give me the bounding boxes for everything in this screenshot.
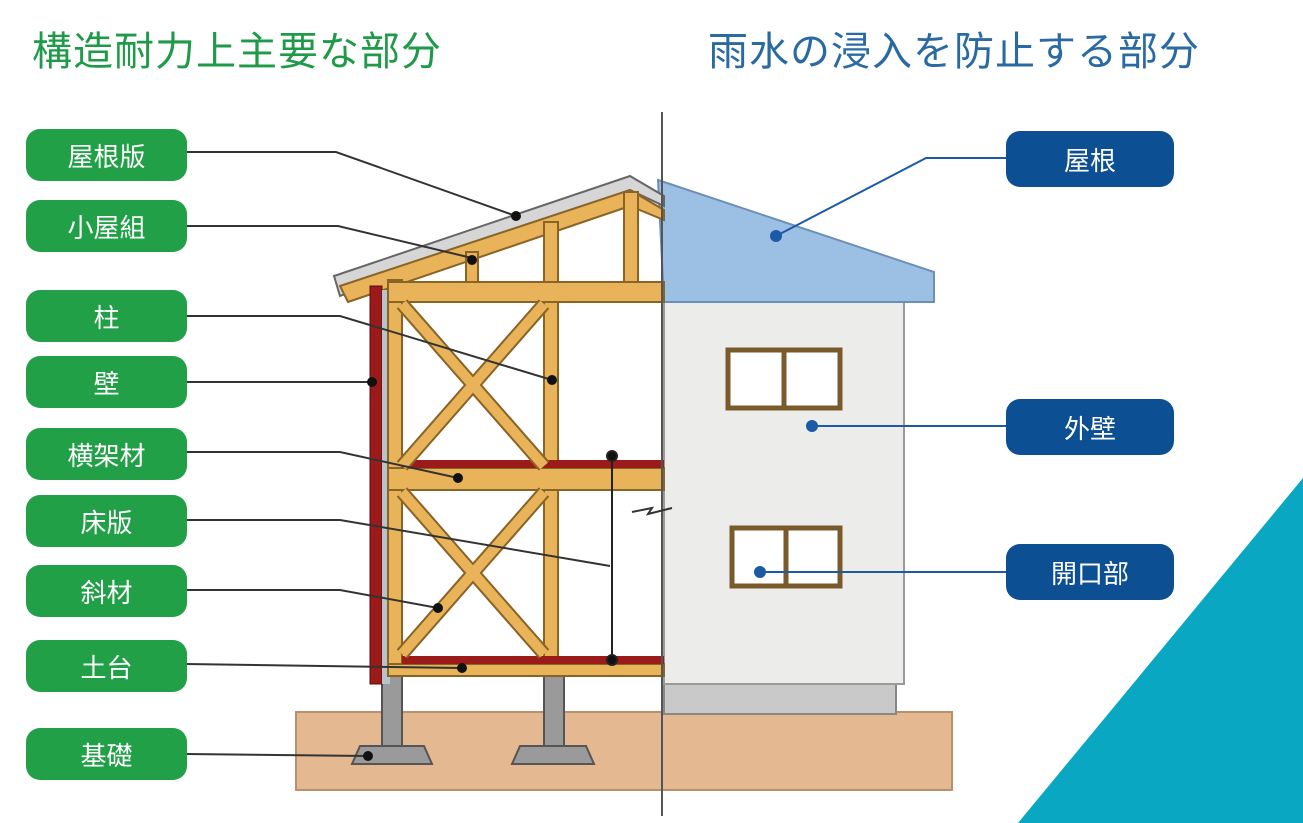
rafter — [338, 188, 665, 304]
label-roof-board: 屋根版 — [26, 129, 187, 181]
teal-corner-decoration — [1018, 478, 1303, 823]
floor-height-indicator — [606, 450, 618, 666]
waterproof-leader-dots — [754, 230, 818, 578]
structural-heading: 構造耐力上主要な部分 — [32, 29, 442, 75]
exterior-roof — [656, 178, 935, 303]
label-exterior-wall: 外壁 — [1006, 399, 1174, 455]
label-brace: 斜材 — [26, 565, 187, 617]
label-wall: 壁 — [26, 356, 187, 408]
label-sill: 土台 — [26, 640, 187, 692]
break-mark — [631, 506, 673, 516]
waterproof-leader-lines — [760, 157, 1008, 573]
exterior-base — [663, 681, 897, 715]
ground-floor-board — [402, 656, 664, 664]
top-beam — [387, 281, 665, 303]
foundation-footings — [350, 675, 596, 765]
sill — [387, 663, 665, 677]
structural-leader-dots — [363, 211, 557, 761]
label-post: 柱 — [26, 290, 187, 342]
label-roof: 屋根 — [1006, 131, 1174, 187]
structural-leader-lines — [185, 151, 611, 757]
upper-window — [725, 347, 843, 411]
waterproof-heading: 雨水の浸入を防止する部分 — [708, 29, 1200, 75]
label-horizontal-member: 横架材 — [26, 428, 187, 480]
label-floor-board: 床版 — [26, 495, 187, 547]
label-foundation: 基礎 — [26, 728, 187, 780]
wall-sheathing — [382, 290, 390, 684]
lower-window — [729, 525, 843, 589]
label-opening: 開口部 — [1006, 544, 1174, 600]
left-wall-board — [369, 285, 383, 685]
label-roof-truss: 小屋組 — [26, 200, 187, 252]
